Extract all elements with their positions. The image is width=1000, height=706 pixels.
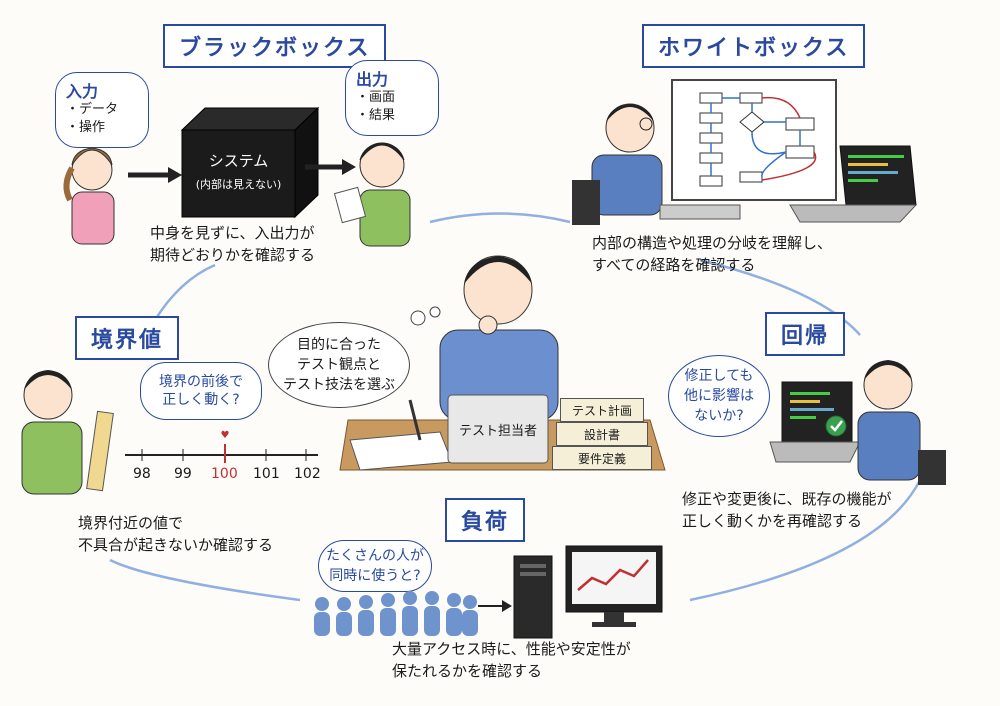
boundary-caption-line1: 境界付近の値で bbox=[78, 514, 184, 532]
output-item-screen: ・画面 bbox=[356, 90, 396, 105]
girl-figure bbox=[63, 147, 115, 245]
center-thought-line2: テスト観点と bbox=[297, 357, 381, 373]
regression-caption-line2: 正しく動くかを再確認する bbox=[682, 512, 863, 530]
boundary-person bbox=[21, 370, 83, 495]
boundary-bubble-line1: 境界の前後で bbox=[159, 374, 243, 390]
regression-bubble: 修正しても 他に影響は ないか? bbox=[668, 355, 770, 437]
center-thought-line1: 目的に合った bbox=[297, 337, 381, 353]
input-bubble: 入力 ・データ ・操作 bbox=[55, 72, 149, 148]
regression-bubble-line3: ないか? bbox=[694, 408, 744, 424]
white-box-caption-line2: すべての経路を確認する bbox=[592, 256, 756, 274]
regression-person bbox=[857, 360, 946, 485]
crowd-icon bbox=[314, 591, 478, 636]
tick-100: 100 bbox=[211, 466, 238, 482]
book-design-doc: 設計書 bbox=[556, 422, 648, 446]
regression-bubble-line2: 他に影響は bbox=[684, 388, 754, 404]
boy-figure bbox=[333, 142, 411, 247]
black-box-caption-line2: 期待どおりかを確認する bbox=[150, 246, 316, 264]
input-item-data: ・データ bbox=[66, 102, 119, 117]
load-title: 負荷 bbox=[445, 498, 526, 542]
white-box-person bbox=[572, 103, 663, 225]
load-caption-line2: 保たれるかを確認する bbox=[392, 662, 543, 680]
boundary-caption: 境界付近の値で 不具合が起きないか確認する bbox=[78, 512, 273, 556]
system-label: システム bbox=[208, 152, 269, 170]
regression-bubble-line1: 修正しても bbox=[684, 368, 754, 384]
system-sub-label: (内部は見えない) bbox=[195, 178, 282, 191]
load-caption-line1: 大量アクセス時に、性能や安定性が bbox=[392, 640, 631, 658]
load-bubble: たくさんの人が 同時に使うと? bbox=[318, 540, 432, 592]
book-requirements: 要件定義 bbox=[552, 446, 652, 470]
input-heading: 入力 bbox=[66, 82, 99, 101]
white-box-title: ホワイトボックス bbox=[642, 24, 866, 68]
tick-101: 101 bbox=[253, 466, 280, 482]
tick-99: 99 bbox=[174, 466, 192, 482]
center-thought-bubble: 目的に合った テスト観点と テスト技法を選ぶ bbox=[268, 322, 410, 408]
output-heading: 出力 bbox=[356, 70, 389, 89]
input-item-operation: ・操作 bbox=[66, 120, 106, 135]
book-test-plan: テスト計画 bbox=[560, 398, 644, 422]
regression-caption-line1: 修正や変更後に、既存の機能が bbox=[682, 490, 892, 508]
boundary-bubble: 境界の前後で 正しく動く? bbox=[140, 362, 262, 420]
load-caption: 大量アクセス時に、性能や安定性が 保たれるかを確認する bbox=[392, 638, 631, 682]
output-bubble: 出力 ・画面 ・結果 bbox=[345, 60, 439, 136]
boundary-title: 境界値 bbox=[75, 316, 180, 360]
black-box-title: ブラックボックス bbox=[163, 24, 387, 68]
white-box-caption: 内部の構造や処理の分岐を理解し、 すべての経路を確認する bbox=[592, 232, 832, 276]
black-box-caption: 中身を見ずに、入出力が 期待どおりかを確認する bbox=[150, 222, 315, 266]
boundary-bubble-line2: 正しく動く? bbox=[162, 392, 240, 408]
load-bubble-line1: たくさんの人が bbox=[326, 548, 424, 564]
white-box-caption-line1: 内部の構造や処理の分岐を理解し、 bbox=[592, 234, 833, 252]
regression-caption: 修正や変更後に、既存の機能が 正しく動くかを再確認する bbox=[682, 488, 892, 532]
center-thought-line3: テスト技法を選ぶ bbox=[283, 377, 395, 393]
tick-98: 98 bbox=[133, 466, 151, 482]
laptop-label: テスト担当者 bbox=[458, 424, 537, 439]
boundary-caption-line2: 不具合が起きないか確認する bbox=[78, 536, 274, 554]
regression-title: 回帰 bbox=[765, 312, 846, 356]
output-item-result: ・結果 bbox=[356, 108, 396, 123]
tick-102: 102 bbox=[294, 466, 321, 482]
black-box-caption-line1: 中身を見ずに、入出力が bbox=[150, 224, 315, 242]
svg-text:♥: ♥ bbox=[221, 430, 230, 441]
load-bubble-line2: 同時に使うと? bbox=[329, 568, 421, 584]
